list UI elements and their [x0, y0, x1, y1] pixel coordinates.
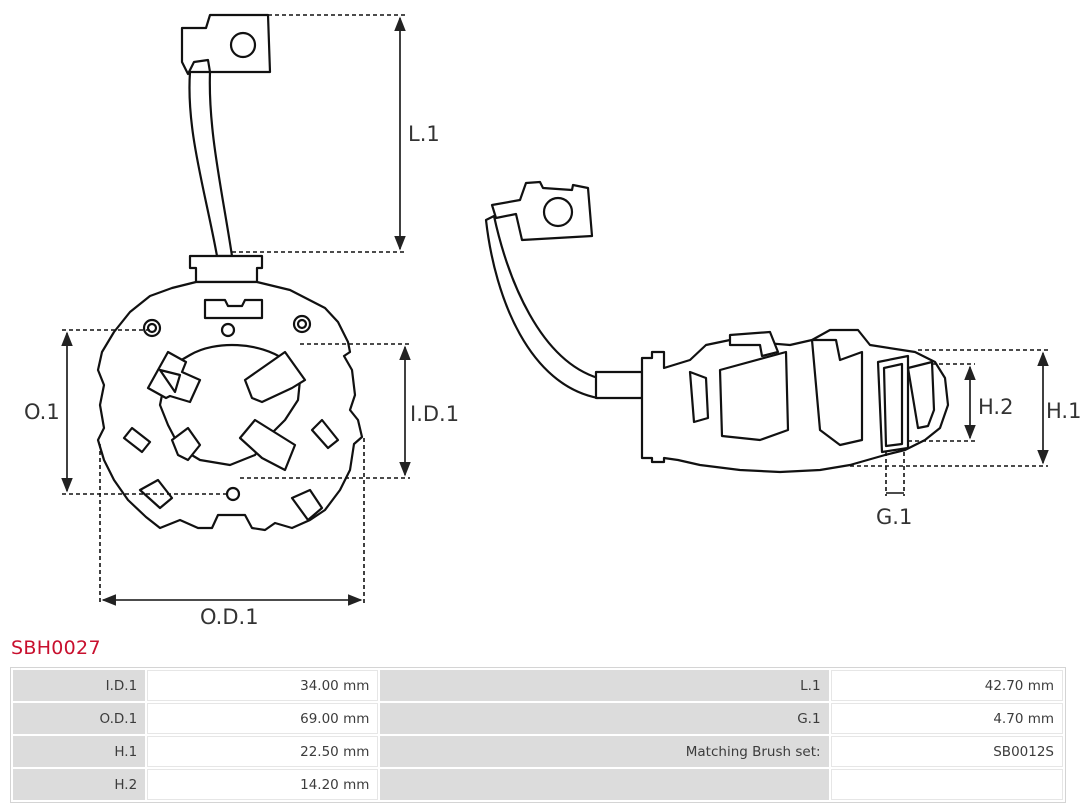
- table-row: H.2 14.20 mm: [13, 769, 1063, 800]
- label-l1: L.1: [408, 122, 440, 146]
- spec-value: 4.70 mm: [830, 703, 1063, 734]
- spec-table: I.D.1 34.00 mm L.1 42.70 mm O.D.1 69.00 …: [10, 667, 1066, 803]
- wire-front: [188, 70, 234, 258]
- front-view: [96, 13, 364, 532]
- top-notch: [203, 298, 264, 320]
- table-row: O.D.1 69.00 mm G.1 4.70 mm: [13, 703, 1063, 734]
- lug-hole-front: [229, 31, 257, 59]
- spec-value: 42.70 mm: [830, 670, 1063, 701]
- spec-value: 22.50 mm: [147, 736, 379, 767]
- terminal-lug-front: [180, 13, 272, 76]
- spec-label: I.D.1: [13, 670, 146, 701]
- spec-value: 34.00 mm: [147, 670, 379, 701]
- table-row: H.1 22.50 mm Matching Brush set: SB0012S: [13, 736, 1063, 767]
- spec-label: L.1: [380, 670, 829, 701]
- holder-plate: [96, 280, 364, 532]
- spec-value: 69.00 mm: [147, 703, 379, 734]
- spec-label: G.1: [380, 703, 829, 734]
- brush-boxes: [122, 350, 340, 522]
- label-h2: H.2: [978, 395, 1013, 419]
- spec-value: [830, 769, 1063, 800]
- wire-side: [484, 214, 600, 400]
- spec-value: SB0012S: [830, 736, 1063, 767]
- spec-label: Matching Brush set:: [380, 736, 829, 767]
- technical-drawing: L.1 O.1 I.D.1 O.D.1 H.1 H.2 G.1: [24, 13, 1080, 629]
- spec-value: 14.20 mm: [147, 769, 379, 800]
- terminal-lug-side: [490, 180, 594, 242]
- label-g1: G.1: [876, 505, 912, 529]
- label-o1: O.1: [24, 400, 60, 424]
- lug-hole-side: [542, 196, 574, 228]
- label-od1: O.D.1: [200, 605, 259, 629]
- product-code: SBH0027: [11, 637, 101, 659]
- side-view: [484, 180, 950, 474]
- wire-connector: [188, 254, 264, 284]
- table-row: I.D.1 34.00 mm L.1 42.70 mm: [13, 670, 1063, 701]
- spec-label: [380, 769, 829, 800]
- side-housing: [640, 328, 950, 474]
- spec-label: H.1: [13, 736, 146, 767]
- spec-label: H.2: [13, 769, 146, 800]
- label-h1: H.1: [1046, 399, 1080, 423]
- label-id1: I.D.1: [410, 402, 459, 426]
- spec-label: O.D.1: [13, 703, 146, 734]
